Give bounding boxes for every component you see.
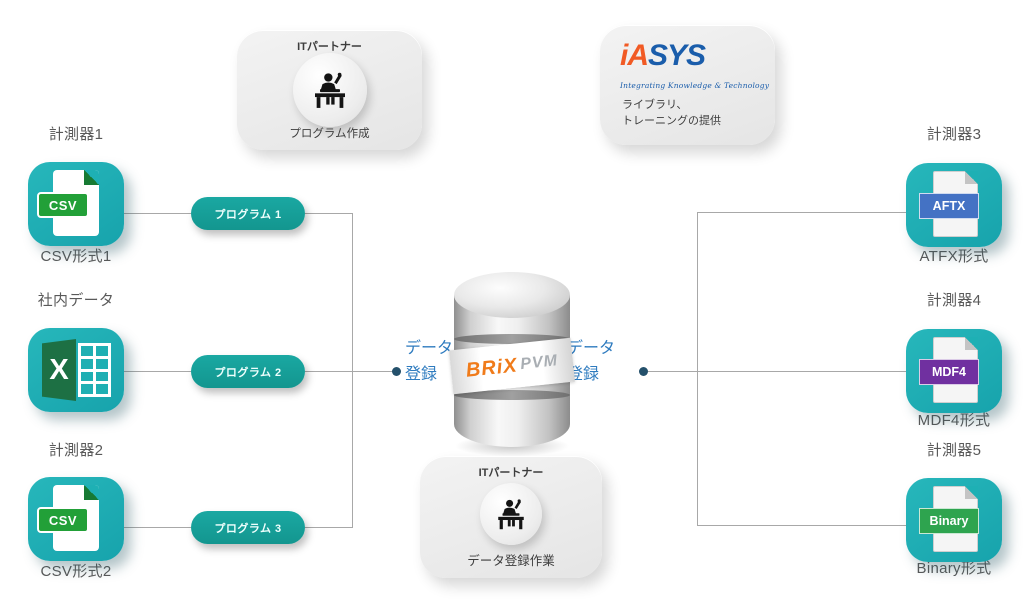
iasys-logo: iASYS bbox=[620, 35, 706, 77]
connector-line bbox=[697, 212, 906, 213]
aftx-badge: AFTX bbox=[919, 193, 979, 219]
connector-dot-right bbox=[639, 367, 648, 376]
source3-csv-tile: CSV bbox=[28, 477, 124, 561]
source1-device-label: 計測器1 bbox=[48, 126, 104, 143]
document-file-icon: Binary bbox=[919, 486, 979, 552]
connector-line bbox=[648, 371, 906, 372]
it-partner-program-box: ITパートナー プログラム作成 bbox=[237, 30, 422, 150]
person-circle bbox=[292, 53, 367, 127]
output3-device-label: 計測器5 bbox=[926, 442, 982, 459]
excel-icon: X bbox=[42, 339, 76, 401]
cylinder-ring bbox=[454, 334, 570, 344]
program-creation-caption: プログラム作成 bbox=[289, 128, 370, 140]
source1-format-label: CSV形式1 bbox=[40, 248, 112, 265]
connector-line bbox=[305, 213, 353, 214]
output1-format-label: ATFX形式 bbox=[919, 248, 989, 265]
document-file-icon: AFTX bbox=[919, 171, 979, 237]
cylinder-top bbox=[454, 272, 570, 318]
connector-line bbox=[305, 527, 353, 528]
spreadsheet-grid-icon bbox=[78, 343, 111, 397]
excel-x-letter: X bbox=[49, 353, 69, 386]
data-registration-note-left: データ 登録 bbox=[405, 340, 454, 383]
csv-badge: CSV bbox=[37, 192, 89, 218]
person-at-desk-icon bbox=[498, 499, 524, 530]
page-fold-icon bbox=[965, 486, 978, 499]
brix-logo: BRiX bbox=[464, 353, 519, 382]
binary-badge: Binary bbox=[919, 508, 979, 534]
page-fold-icon bbox=[84, 485, 99, 500]
connector-line bbox=[124, 527, 191, 528]
iasys-tagline: Integrating Knowledge & Technology bbox=[620, 81, 770, 90]
iasys-box: iASYS Integrating Knowledge & Technology… bbox=[600, 25, 775, 145]
page-fold-icon bbox=[84, 170, 99, 185]
source1-csv-tile: CSV bbox=[28, 162, 124, 246]
data-registration-caption: データ登録作業 bbox=[467, 554, 555, 568]
connector-bracket-right bbox=[697, 212, 698, 526]
source3-device-label: 計測器2 bbox=[48, 442, 104, 459]
it-partner-title: ITパートナー bbox=[297, 41, 362, 53]
connector-line bbox=[305, 371, 393, 372]
person-at-desk-icon bbox=[314, 72, 345, 108]
connector-line bbox=[697, 525, 906, 526]
page-fold-icon bbox=[965, 171, 978, 184]
output3-format-label: Binary形式 bbox=[916, 560, 992, 577]
program1-pill: プログラム 1 bbox=[191, 197, 305, 230]
output1-atfx-tile: AFTX bbox=[906, 163, 1002, 247]
it-partner-registration-box: ITパートナー データ登録作業 bbox=[420, 456, 602, 578]
output2-format-label: MDF4形式 bbox=[917, 412, 991, 429]
source2-device-label: 社内データ bbox=[37, 292, 115, 309]
source2-excel-tile: X bbox=[28, 328, 124, 412]
mdf4-badge: MDF4 bbox=[919, 359, 979, 385]
csv-file-icon: CSV bbox=[37, 485, 99, 551]
iasys-service-line1: ライブラリ、 bbox=[622, 99, 688, 111]
connector-line bbox=[124, 213, 191, 214]
page-fold-icon bbox=[965, 337, 978, 350]
output2-mdf4-tile: MDF4 bbox=[906, 329, 1002, 413]
csv-badge: CSV bbox=[37, 507, 89, 533]
document-file-icon: MDF4 bbox=[919, 337, 979, 403]
program3-pill: プログラム 3 bbox=[191, 511, 305, 544]
iasys-logo-orange: iA bbox=[620, 39, 649, 72]
connector-line bbox=[124, 371, 191, 372]
source3-format-label: CSV形式2 bbox=[40, 563, 112, 580]
program2-pill: プログラム 2 bbox=[191, 355, 305, 388]
brix-database-cylinder: BRiX PVM bbox=[449, 272, 575, 450]
connector-bracket-left bbox=[352, 213, 353, 528]
output2-device-label: 計測器4 bbox=[926, 292, 982, 309]
it-partner-title: ITパートナー bbox=[478, 467, 544, 479]
connector-dot-left bbox=[392, 367, 401, 376]
output1-device-label: 計測器3 bbox=[926, 126, 982, 143]
cylinder-ring bbox=[454, 390, 570, 400]
iasys-logo-blue: SYS bbox=[648, 39, 706, 72]
pvm-logo: PVM bbox=[519, 352, 559, 374]
csv-file-icon: CSV bbox=[37, 170, 99, 236]
output3-binary-tile: Binary bbox=[906, 478, 1002, 562]
data-registration-note-right: データ 登録 bbox=[567, 340, 616, 383]
iasys-service-line2: トレーニングの提供 bbox=[622, 115, 721, 127]
person-circle bbox=[480, 483, 542, 545]
